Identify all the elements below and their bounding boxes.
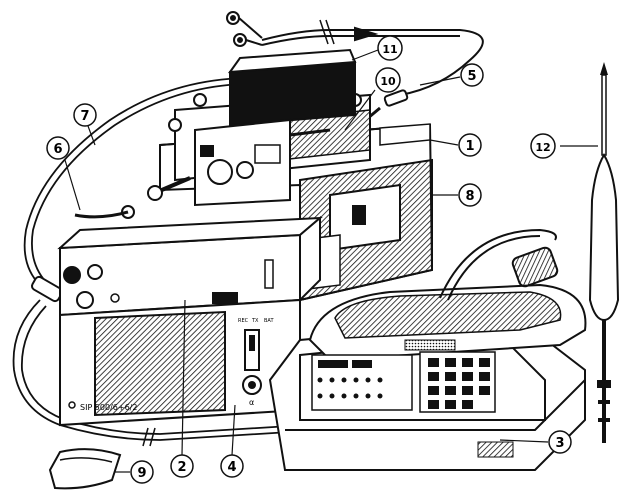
handset-cable	[12, 299, 291, 447]
handset-control-unit	[268, 228, 587, 471]
power-cable	[261, 19, 484, 96]
callout-label: 11	[382, 43, 397, 56]
callout-leaders	[64, 49, 598, 473]
callout-6: 6	[46, 136, 70, 160]
whip-antenna	[588, 62, 620, 443]
antenna-connector-icon	[367, 89, 409, 120]
main-radio-unit	[57, 215, 323, 427]
callout-2: 2	[170, 454, 194, 478]
cable-plug-icon	[30, 275, 64, 303]
callout-label: 1	[465, 139, 474, 154]
callout-9: 9	[130, 460, 154, 484]
callout-label: 8	[465, 189, 474, 204]
callout-label: 4	[227, 460, 236, 475]
top-control-unit	[74, 48, 357, 219]
callout-1: 1	[458, 133, 482, 157]
switch-label-rec: REC	[238, 318, 249, 324]
callout-label: 6	[53, 142, 62, 157]
switch-label-tx: TX	[251, 318, 259, 324]
callout-7: 7	[73, 103, 97, 127]
callout-label: 10	[380, 75, 396, 88]
device-panel-label: SIP 500/6+6/2	[80, 403, 137, 412]
function-buttons	[317, 377, 383, 399]
switch-label-bat: BAT	[264, 318, 274, 324]
keypad	[428, 358, 490, 409]
callout-label: 3	[555, 436, 564, 451]
callout-4: 4	[220, 454, 244, 478]
callout-10: 10	[375, 67, 401, 93]
connector-label: α	[249, 398, 254, 407]
callout-3: 3	[548, 430, 572, 454]
callout-5: 5	[460, 63, 484, 87]
ring-terminal-icon	[226, 11, 379, 47]
callout-label: 2	[177, 460, 186, 475]
callout-label: 5	[467, 69, 476, 84]
callout-label: 9	[137, 466, 146, 481]
callout-8: 8	[458, 183, 482, 207]
callout-label: 12	[535, 141, 550, 154]
callout-label: 7	[80, 109, 89, 124]
accessory-pouch	[48, 448, 122, 490]
interconnect-cable	[23, 77, 246, 286]
callout-11: 11	[377, 35, 403, 61]
callout-12: 12	[530, 133, 556, 159]
